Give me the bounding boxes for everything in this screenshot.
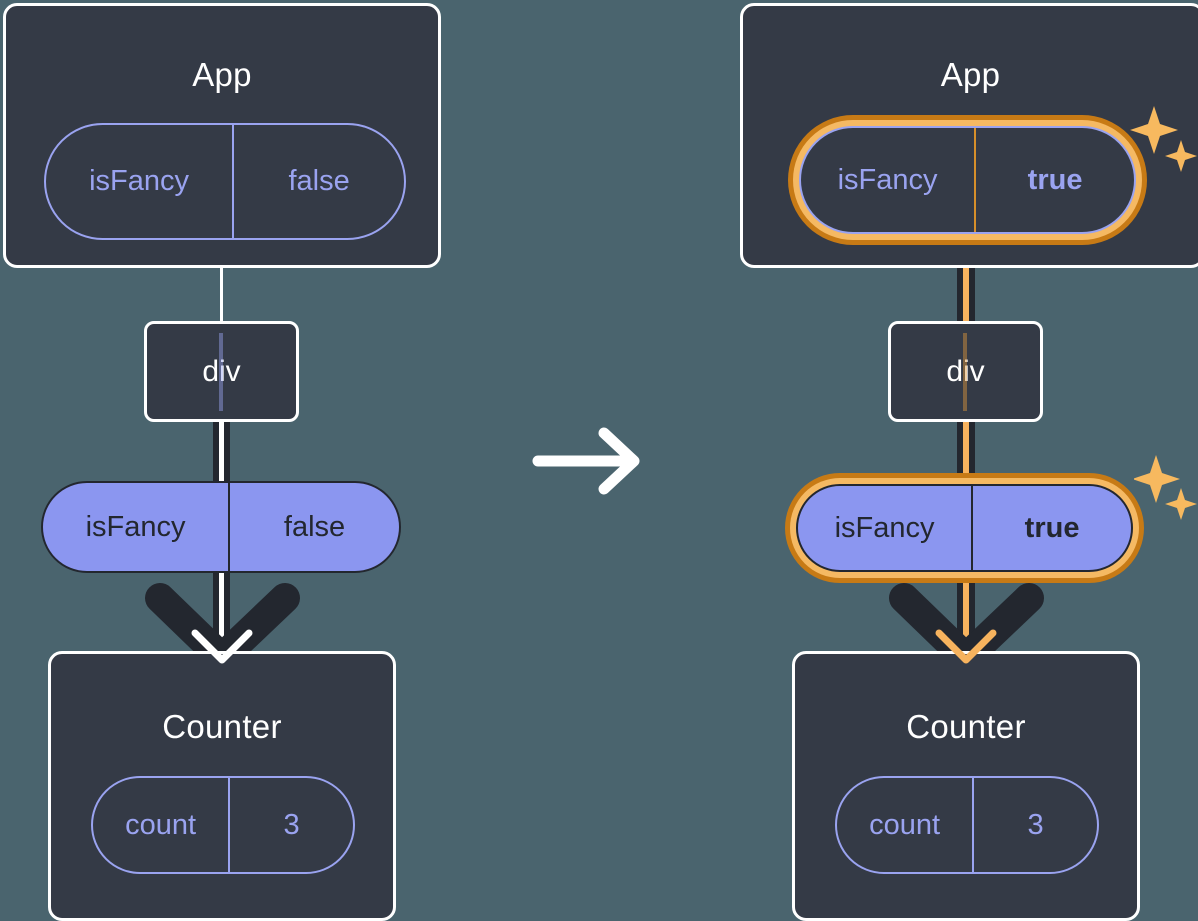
app-prop-name-left: isFancy bbox=[89, 165, 190, 197]
app-prop-value-left: false bbox=[232, 125, 404, 238]
app-title-left: App bbox=[192, 56, 252, 93]
arrow-tip-left bbox=[191, 629, 253, 664]
app-prop-pill-right[interactable]: isFancy true bbox=[799, 126, 1136, 234]
sparkle-icon-app-right bbox=[1130, 106, 1197, 172]
div-box-right: div bbox=[888, 321, 1043, 422]
div-trace-left bbox=[219, 333, 223, 411]
app-prop-pill-left: isFancy false bbox=[44, 123, 406, 240]
div-box-label-right: div bbox=[946, 354, 985, 388]
sparkle-icon-prop-right bbox=[1134, 455, 1197, 520]
connector-div-to-prop-right bbox=[957, 420, 975, 488]
rendered-prop-pill-left: isFancy false bbox=[41, 481, 401, 573]
arrow-tip-right bbox=[935, 629, 997, 664]
app-prop-name-right: isFancy bbox=[837, 163, 938, 196]
counter-state-name-right: count bbox=[869, 808, 941, 841]
connector-div-to-prop-left bbox=[213, 420, 230, 488]
rendered-prop-name-left: isFancy bbox=[85, 510, 186, 543]
rendered-prop-pill-right[interactable]: isFancy true bbox=[796, 484, 1133, 572]
transition-right-arrow-icon bbox=[532, 427, 640, 495]
app-panel-left: App isFancy false bbox=[3, 3, 441, 268]
div-box-left: div bbox=[144, 321, 299, 422]
app-prop-value-right: true bbox=[974, 128, 1134, 232]
rendered-prop-value-left: false bbox=[228, 483, 399, 571]
counter-panel-right: Counter count 3 bbox=[792, 651, 1140, 921]
counter-state-value-left: 3 bbox=[228, 778, 353, 872]
rendered-prop-value-right: true bbox=[971, 486, 1131, 570]
counter-state-pill-left: count 3 bbox=[91, 776, 355, 874]
counter-state-value-right: 3 bbox=[972, 778, 1097, 872]
counter-state-pill-right: count 3 bbox=[835, 776, 1099, 874]
connector-app-to-div-left bbox=[220, 266, 223, 322]
counter-state-name-left: count bbox=[125, 808, 197, 841]
counter-title-left: Counter bbox=[162, 708, 282, 745]
counter-title-right: Counter bbox=[906, 708, 1026, 745]
counter-panel-left: Counter count 3 bbox=[48, 651, 396, 921]
rendered-prop-name-right: isFancy bbox=[834, 511, 935, 544]
div-box-label-left: div bbox=[202, 354, 241, 388]
app-title-right: App bbox=[940, 56, 1001, 93]
div-trace-right bbox=[963, 333, 967, 411]
